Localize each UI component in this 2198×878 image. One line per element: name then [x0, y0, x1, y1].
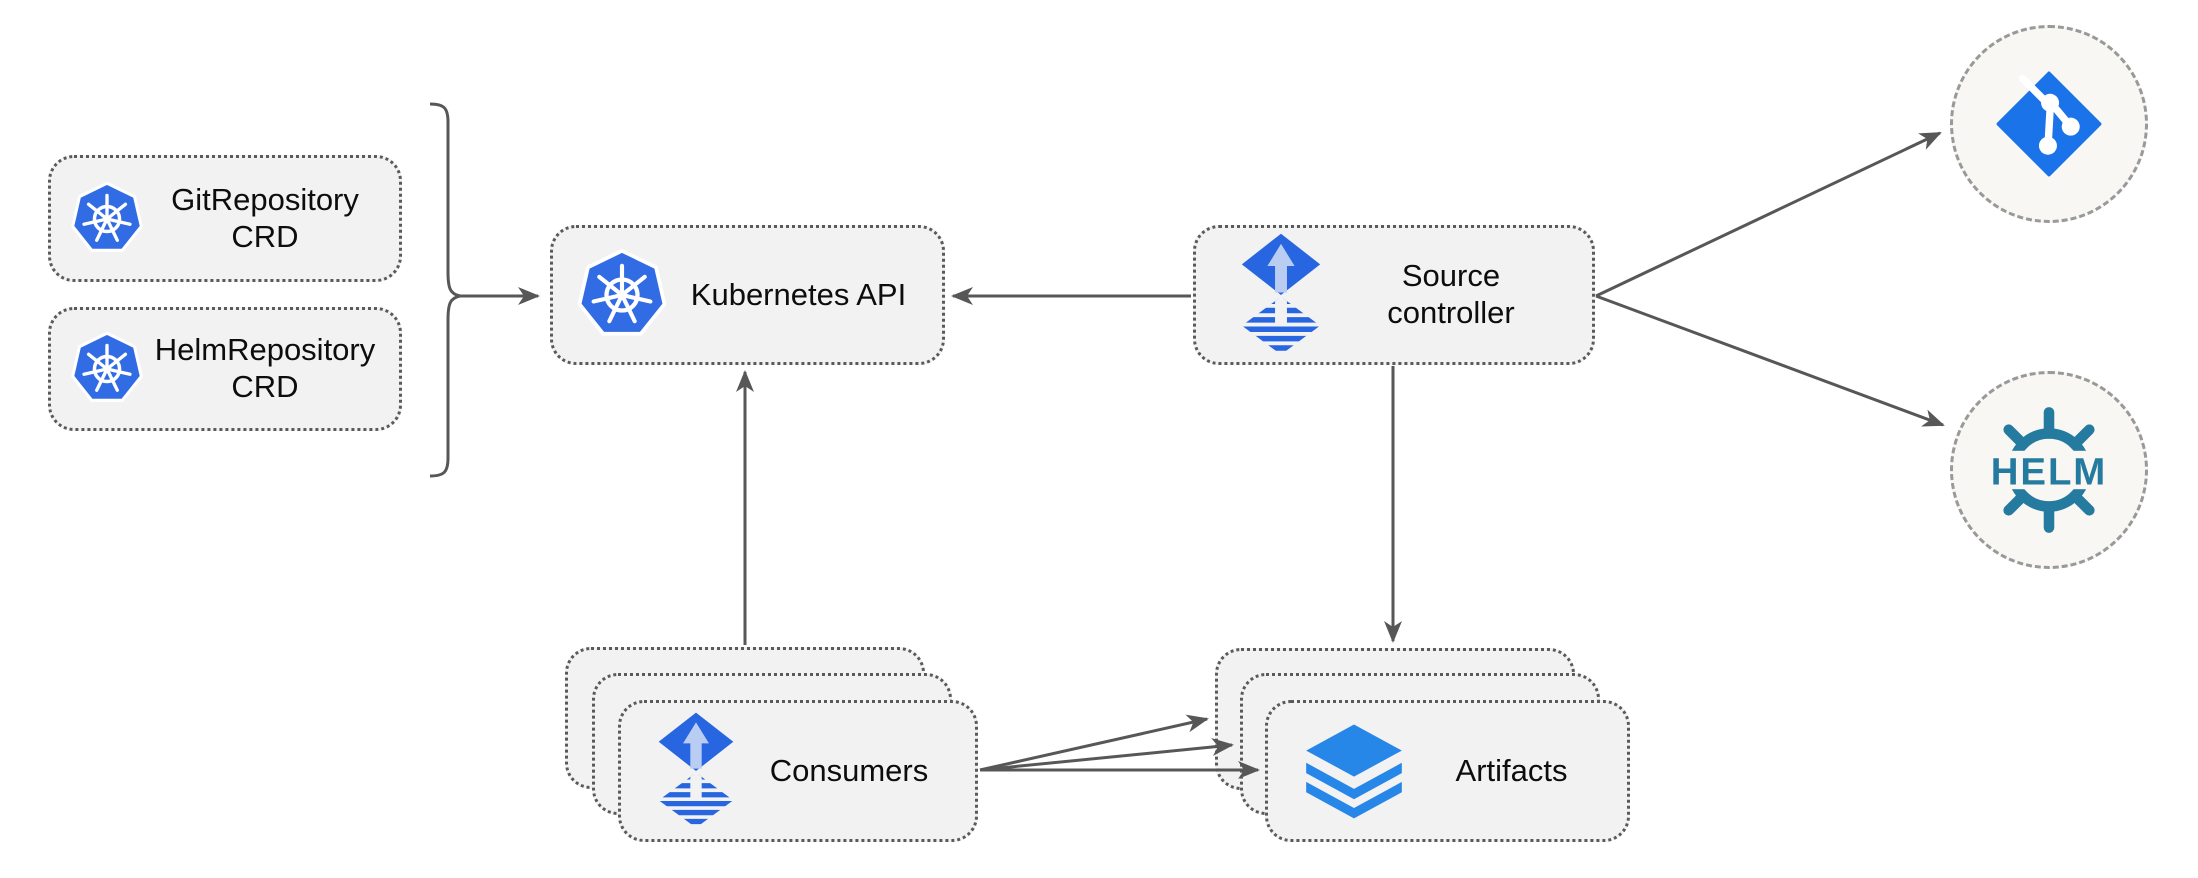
node-source-controller: Source controller — [1193, 225, 1595, 365]
flux-icon — [658, 712, 734, 825]
git-icon — [1996, 71, 2102, 177]
kubernetes-icon — [71, 331, 143, 402]
node-label: Source controller — [1324, 258, 1592, 331]
crd-group-bracket — [429, 102, 461, 478]
node-git-repository-crd: GitRepository CRD — [48, 155, 402, 282]
node-label: Artifacts — [1455, 752, 1568, 788]
label-line2: CRD — [231, 218, 299, 254]
node-git-remote — [1950, 25, 2148, 223]
label-line2: CRD — [231, 369, 299, 404]
node-helm-remote: HELM — [1950, 371, 2148, 569]
node-kubernetes-api: Kubernetes API — [550, 225, 945, 365]
label-line2: controller — [1387, 295, 1515, 330]
edge-source-controller-to-helm — [1595, 294, 1945, 427]
node-label: HelmRepository CRD — [145, 332, 399, 405]
node-label: Consumers — [769, 752, 929, 788]
node-helm-repository-crd: HelmRepository CRD — [48, 307, 402, 431]
layers-icon — [1306, 724, 1402, 819]
helm-icon: HELM — [1987, 407, 2111, 533]
edge-consumers-to-artifacts-middle — [979, 738, 1234, 772]
node-consumers: Consumers — [618, 700, 978, 842]
kubernetes-icon — [71, 181, 143, 252]
node-label: GitRepository CRD — [145, 182, 399, 255]
edge-source-controller-to-git — [1595, 131, 1942, 298]
kubernetes-icon — [577, 248, 667, 336]
helm-wordmark: HELM — [1991, 450, 2107, 493]
node-label: Kubernetes API — [690, 276, 907, 312]
label-line1: HelmRepository — [154, 332, 376, 368]
flux-icon — [1241, 233, 1321, 351]
node-artifacts: Artifacts — [1265, 700, 1630, 842]
label-line1: Source — [1401, 258, 1501, 294]
label-line1: GitRepository — [171, 181, 359, 217]
edge-consumers-to-artifacts-back — [979, 714, 1209, 772]
